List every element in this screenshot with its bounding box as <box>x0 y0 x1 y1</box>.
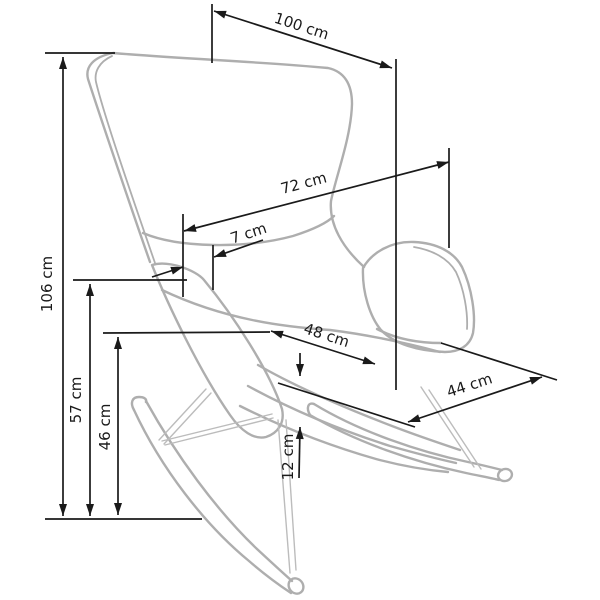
dim-label-72cm: 72 cm <box>279 168 329 197</box>
ext-armrest-corner <box>440 342 558 381</box>
dim-line-12cm-bottom <box>295 426 304 479</box>
left-rocker-bottom-edge <box>132 408 293 595</box>
right-rocker-bottom-edge <box>308 413 501 482</box>
left-rocker-top-edge <box>144 399 294 583</box>
dim-line-7cm-left <box>151 266 184 278</box>
right-armrest-outer <box>361 240 476 354</box>
dimension-total-depth <box>213 10 393 69</box>
right-rocker-top-edge <box>312 402 504 472</box>
right-armrest-inner-edge <box>413 246 469 330</box>
dimension-seat-depth <box>407 376 543 423</box>
seat-front-edge <box>256 363 462 452</box>
right-rocker-rear-cap <box>306 402 316 417</box>
seat-rail-edge <box>238 404 450 474</box>
dim-label-12cm: 12 cm <box>279 434 297 481</box>
backrest-outer <box>86 51 366 269</box>
rear-left-leg <box>158 388 212 445</box>
backrest-inner-edge <box>94 55 156 264</box>
ext-seat-front-edge <box>277 382 416 428</box>
chair-outline <box>86 51 514 595</box>
dim-line-7cm-right <box>213 239 264 258</box>
front-left-leg <box>277 419 297 574</box>
seat-back-edge <box>160 288 442 354</box>
left-stretcher <box>161 413 274 446</box>
dim-label-48cm: 48 cm <box>302 319 352 351</box>
right-armrest-bottom-edge <box>375 327 443 345</box>
dim-label-106cm: 106 cm <box>38 256 56 312</box>
dimension-seat-width <box>270 330 376 365</box>
right-rocker-front-cap <box>496 467 514 483</box>
chair-legs <box>158 386 482 574</box>
dimension-cushion-thickness <box>295 353 304 479</box>
left-rocker-front-cap <box>287 577 305 595</box>
dimension-wing-offset <box>151 239 264 278</box>
dim-line-48cm <box>270 330 376 365</box>
dim-label-46cm: 46 cm <box>96 404 114 451</box>
dim-label-57cm: 57 cm <box>67 377 85 424</box>
dimension-labels: 100 cm 72 cm 7 cm 48 cm 44 cm 106 cm 57 … <box>38 9 494 480</box>
left-rocker-rear-cap <box>130 395 148 412</box>
dim-line-72cm <box>183 161 450 232</box>
dimension-annotations <box>45 4 558 520</box>
dimension-backrest-width <box>183 161 450 232</box>
dim-line-100cm <box>213 10 393 69</box>
ref-seat-height <box>102 331 271 334</box>
seat-bottom-edge <box>246 384 458 465</box>
left-armrest <box>150 262 284 439</box>
dim-line-44cm <box>407 376 543 423</box>
